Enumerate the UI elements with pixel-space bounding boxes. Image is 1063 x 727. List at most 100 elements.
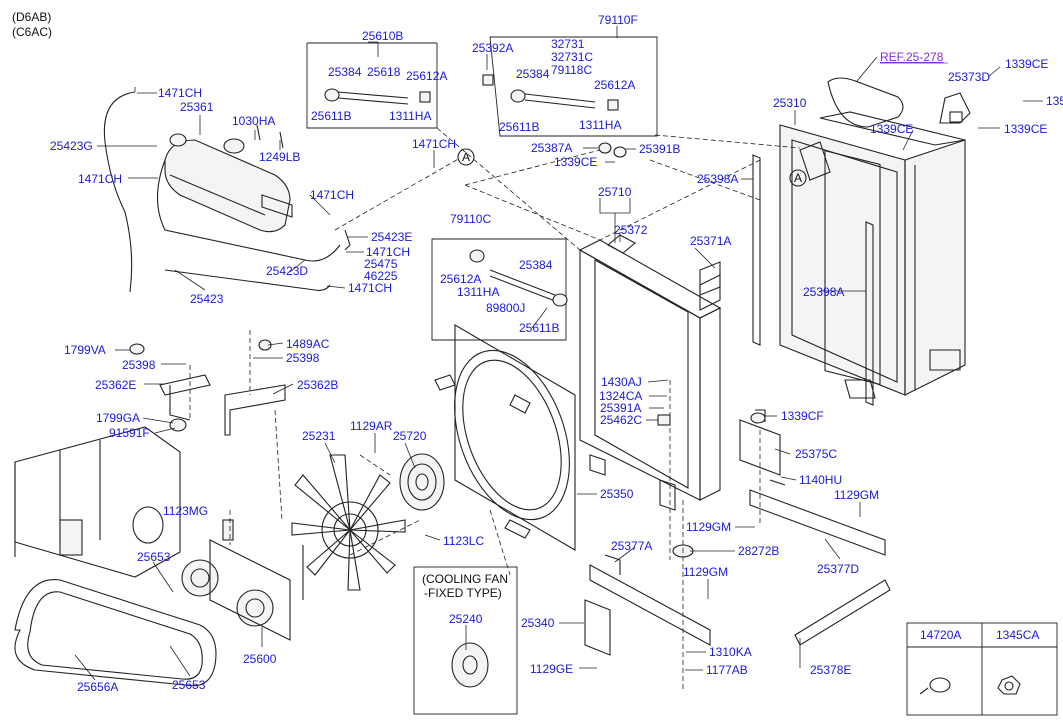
label-25398-b[interactable]: 25398 xyxy=(286,351,320,365)
label-1129GE[interactable]: 1129GE xyxy=(530,662,573,676)
label-25423E[interactable]: 25423E xyxy=(371,230,412,244)
label-1471CH-a[interactable]: 1471CH xyxy=(158,86,202,100)
label-25423[interactable]: 25423 xyxy=(190,292,224,306)
label-25612A-a[interactable]: 25612A xyxy=(406,69,447,83)
label-25362E[interactable]: 25362E xyxy=(95,378,136,392)
label-1129GM-c[interactable]: 1129GM xyxy=(683,565,728,579)
label-25350[interactable]: 25350 xyxy=(600,487,634,501)
seal-25398A-left xyxy=(752,154,761,346)
label-1339CE-left[interactable]: 1339CE xyxy=(870,122,913,136)
label-25377D[interactable]: 25377D xyxy=(817,562,859,576)
label-1339CF[interactable]: 1339CF xyxy=(781,409,824,423)
label-25362B[interactable]: 25362B xyxy=(297,378,338,392)
label-25618[interactable]: 25618 xyxy=(367,65,401,79)
hose-25423G xyxy=(103,91,136,293)
label-25398A-b[interactable]: 25398A xyxy=(803,285,844,299)
label-25240[interactable]: 25240 xyxy=(449,612,483,626)
label-25384-a[interactable]: 25384 xyxy=(328,65,362,79)
label-1339CE-mid[interactable]: 1339CE xyxy=(554,155,597,169)
label-32731[interactable]: 32731 xyxy=(551,37,585,51)
nut-1345CA-icon xyxy=(997,675,1021,695)
label-25398-a[interactable]: 25398 xyxy=(122,358,156,372)
box-79110F xyxy=(489,36,658,137)
label-25377A[interactable]: 25377A xyxy=(611,539,652,553)
label-25656A[interactable]: 25656A xyxy=(77,680,118,694)
label-25371A[interactable]: 25371A xyxy=(690,234,731,248)
label-25387A[interactable]: 25387A xyxy=(531,141,572,155)
label-28272B[interactable]: 28272B xyxy=(738,544,779,558)
label-1311HA-a[interactable]: 1311HA xyxy=(389,109,431,123)
label-1177AB[interactable]: 1177AB xyxy=(706,663,748,677)
label-25612A-c[interactable]: 25612A xyxy=(440,272,481,286)
label-1123MG[interactable]: 1123MG xyxy=(163,504,208,518)
label-25653-b[interactable]: 25653 xyxy=(172,678,206,692)
label-25710[interactable]: 25710 xyxy=(598,185,632,199)
label-1471CH-f[interactable]: 1471CH xyxy=(348,281,392,295)
label-1351JA[interactable]: 1351JA xyxy=(1046,94,1063,108)
label-25423D[interactable]: 25423D xyxy=(266,264,308,278)
label-79118C[interactable]: 79118C xyxy=(551,63,592,77)
label-25611B-b[interactable]: 25611B xyxy=(499,120,539,134)
label-1311HA-c[interactable]: 1311HA xyxy=(457,285,499,299)
clip-1799VA xyxy=(129,343,145,355)
label-25372[interactable]: 25372 xyxy=(614,223,648,237)
label-1489AC[interactable]: 1489AC xyxy=(286,337,330,351)
label-25231[interactable]: 25231 xyxy=(302,429,336,443)
label-25611B-c[interactable]: 25611B xyxy=(519,321,559,335)
label-25398A-a[interactable]: 25398A xyxy=(697,172,738,186)
label-1324CA[interactable]: 1324CA xyxy=(599,389,642,403)
label-25475[interactable]: 25475 xyxy=(364,257,398,271)
label-79110C[interactable]: 79110C xyxy=(450,212,491,226)
label-25462C[interactable]: 25462C xyxy=(600,413,642,427)
label-25391A[interactable]: 25391A xyxy=(600,401,641,415)
label-1129GM-b[interactable]: 1129GM xyxy=(686,520,731,534)
label-25378E[interactable]: 25378E xyxy=(810,663,851,677)
label-25423G[interactable]: 25423G xyxy=(50,139,93,153)
label-25653-a[interactable]: 25653 xyxy=(137,550,171,564)
label-1339CE-top[interactable]: 1339CE xyxy=(1005,57,1048,71)
label-25612A-b[interactable]: 25612A xyxy=(594,78,635,92)
label-25361[interactable]: 25361 xyxy=(180,100,214,114)
label-1311HA-b[interactable]: 1311HA xyxy=(579,118,621,132)
bracket-25377D xyxy=(749,479,886,556)
label-25392A[interactable]: 25392A xyxy=(472,41,513,55)
stay-rod-25610B xyxy=(324,88,431,105)
label-25720[interactable]: 25720 xyxy=(393,429,427,443)
label-1430AJ[interactable]: 1430AJ xyxy=(601,375,642,389)
label-46225[interactable]: 46225 xyxy=(364,269,398,283)
label-1129AR[interactable]: 1129AR xyxy=(350,419,393,433)
engine-code-2: (C6AC) xyxy=(12,25,52,39)
label-1799VA[interactable]: 1799VA xyxy=(64,343,106,357)
bracket-25362B xyxy=(224,384,286,436)
label-1471CH-e[interactable]: 1471CH xyxy=(366,245,410,259)
label-1471CH-d[interactable]: 1471CH xyxy=(310,188,354,202)
reference-link[interactable]: REF.25-278 xyxy=(880,50,944,64)
label-25384-b[interactable]: 25384 xyxy=(516,67,550,81)
seal-25398A-right xyxy=(865,221,874,406)
label-1030HA[interactable]: 1030HA xyxy=(232,114,275,128)
label-1799GA[interactable]: 1799GA xyxy=(96,411,140,425)
label-1471CH-b[interactable]: 1471CH xyxy=(78,172,122,186)
label-1140HU[interactable]: 1140HU xyxy=(799,473,842,487)
label-1339CE-right[interactable]: 1339CE xyxy=(1004,122,1047,136)
label-25610B[interactable]: 25610B xyxy=(362,29,403,43)
label-79110F[interactable]: 79110F xyxy=(598,13,638,27)
fan-hub-25240 xyxy=(451,642,489,688)
label-1123LC[interactable]: 1123LC xyxy=(443,534,484,548)
label-25391B[interactable]: 25391B xyxy=(639,142,680,156)
label-25375C[interactable]: 25375C xyxy=(795,447,837,461)
label-25611B-a[interactable]: 25611B xyxy=(311,109,351,123)
label-91591F[interactable]: 91591F xyxy=(109,426,150,440)
label-25384-c[interactable]: 25384 xyxy=(519,258,553,272)
label-25600[interactable]: 25600 xyxy=(243,652,277,666)
label-25310[interactable]: 25310 xyxy=(773,96,807,110)
label-1471CH-c[interactable]: 1471CH xyxy=(412,137,456,151)
label-1310KA[interactable]: 1310KA xyxy=(709,645,752,659)
label-89800J[interactable]: 89800J xyxy=(486,301,525,315)
label-25373D[interactable]: 25373D xyxy=(948,70,990,84)
label-1249LB[interactable]: 1249LB xyxy=(259,150,300,164)
label-1129GM-a[interactable]: 1129GM xyxy=(834,488,879,502)
label-32731C[interactable]: 32731C xyxy=(551,50,593,64)
label-25340[interactable]: 25340 xyxy=(521,616,555,630)
